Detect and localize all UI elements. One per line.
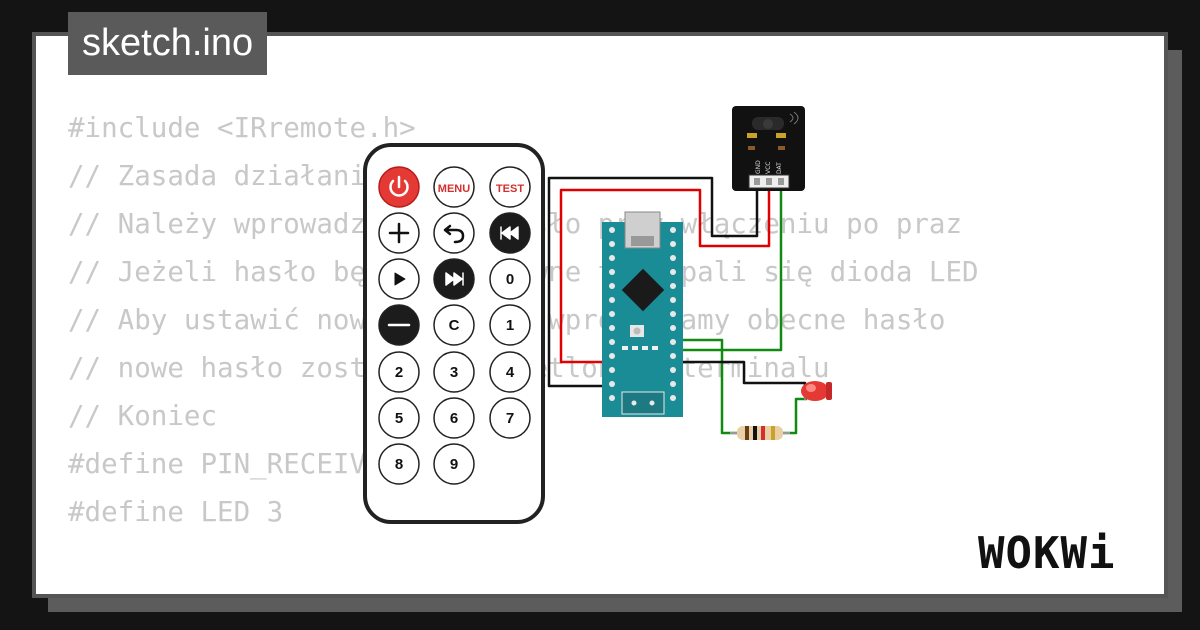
next-icon (445, 272, 464, 286)
remote-button-minus[interactable] (378, 304, 420, 346)
remote-button-5[interactable]: 5 (378, 397, 420, 439)
wire-red-vcc (559, 188, 771, 364)
previous-icon (500, 226, 519, 240)
remote-button-label: 3 (450, 364, 458, 381)
wire-black-led (676, 360, 807, 392)
remote-button-back[interactable] (433, 212, 475, 254)
ir-pin-label-gnd: GND (755, 160, 762, 174)
remote-button-6[interactable]: 6 (433, 397, 475, 439)
code-line: #define LED 3 (68, 496, 284, 528)
remote-button-1[interactable]: 1 (489, 304, 531, 346)
wire-green-led (676, 338, 738, 435)
code-line: IRrecv receiver(PIN_RECEIVER); (68, 584, 979, 594)
remote-button-0[interactable]: 0 (489, 258, 531, 300)
remote-button-grid: MENU TEST 0C 1 2 3 4 5 6 7 8 9 (378, 166, 531, 485)
arduino-nano-board[interactable] (602, 211, 683, 417)
remote-button-label: 1 (506, 317, 514, 334)
wire-green-dat (676, 188, 783, 352)
ir-receiver-module[interactable]: GND VCC DAT (732, 106, 805, 191)
remote-button-label: MENU (438, 183, 470, 195)
remote-button-label: 9 (450, 456, 458, 473)
remote-button-label: 5 (395, 410, 403, 427)
plus-icon (388, 222, 410, 244)
remote-button-9[interactable]: 9 (433, 443, 475, 485)
remote-button-label: C (449, 317, 460, 334)
code-line: // Zasada działania (68, 160, 383, 192)
remote-button-label: 8 (395, 456, 403, 473)
remote-button-next[interactable] (433, 258, 475, 300)
wokwi-logo: WOKWi (978, 528, 1115, 579)
remote-button-3[interactable]: 3 (433, 351, 475, 393)
power-icon (389, 175, 409, 197)
remote-button-play[interactable] (378, 258, 420, 300)
resistor[interactable] (730, 426, 790, 440)
file-tab[interactable]: sketch.ino (68, 12, 268, 75)
remote-button-label: TEST (496, 183, 524, 195)
remote-button-7[interactable]: 7 (489, 397, 531, 439)
red-led[interactable] (801, 381, 832, 401)
remote-button-4[interactable]: 4 (489, 351, 531, 393)
ir-pin-label-dat: DAT (776, 162, 783, 174)
remote-button-label: 0 (506, 271, 514, 288)
remote-button-label: 7 (506, 410, 514, 427)
remote-button-previous[interactable] (489, 212, 531, 254)
remote-button-label: 6 (450, 410, 458, 427)
remote-button-2[interactable]: 2 (378, 351, 420, 393)
remote-button-plus[interactable] (378, 212, 420, 254)
remote-button-power[interactable] (378, 166, 420, 208)
code-line: #include <IRremote.h> (68, 112, 416, 144)
remote-button-test[interactable]: TEST (489, 166, 531, 208)
remote-button-8[interactable]: 8 (378, 443, 420, 485)
remote-button-menu[interactable]: MENU (433, 166, 475, 208)
play-icon (394, 272, 406, 286)
remote-button-label: 2 (395, 364, 403, 381)
remote-button-label: 4 (506, 364, 515, 381)
remote-button-c[interactable]: C (433, 304, 475, 346)
wire-resistor-led (782, 397, 807, 435)
ir-pin-label-vcc: VCC (765, 162, 772, 174)
wire-black-gnd (547, 176, 759, 388)
code-line: // Koniec (68, 400, 218, 432)
back-icon (443, 224, 465, 244)
